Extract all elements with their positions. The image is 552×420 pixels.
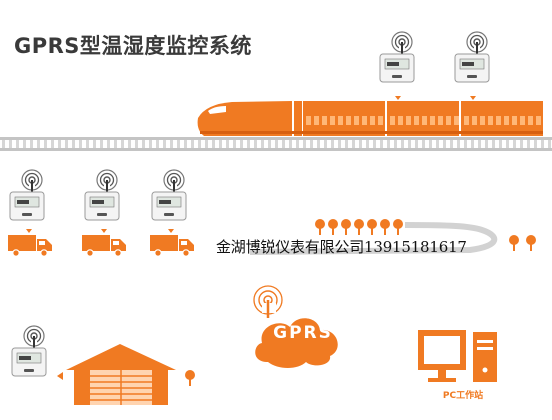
page-title: GPRS型温湿度监控系统 bbox=[14, 34, 252, 58]
logger-train-1 bbox=[379, 31, 415, 100]
pc-workstation bbox=[418, 330, 497, 382]
logger-train-2 bbox=[454, 31, 490, 100]
gprs-cloud bbox=[253, 285, 338, 368]
company-contact-text: 金湖博锐仪表有限公司13915181617 bbox=[216, 238, 467, 256]
road bbox=[249, 222, 498, 255]
truck-2 bbox=[81, 234, 127, 257]
logger-truck-3 bbox=[151, 169, 187, 233]
logger-warehouse bbox=[11, 325, 63, 380]
truck-1 bbox=[7, 234, 53, 257]
warehouse-tree bbox=[185, 370, 195, 386]
tree-row bbox=[315, 219, 403, 235]
logger-truck-1 bbox=[9, 169, 45, 233]
logger-truck-2 bbox=[84, 169, 120, 233]
railway-track bbox=[0, 137, 552, 151]
pc-workstation-label: PC工作站 bbox=[442, 391, 484, 401]
train bbox=[197, 101, 543, 136]
truck-3 bbox=[149, 234, 195, 257]
tree-pair bbox=[509, 235, 536, 251]
gprs-cloud-label: GPRS bbox=[273, 323, 333, 343]
warehouse bbox=[66, 344, 176, 405]
